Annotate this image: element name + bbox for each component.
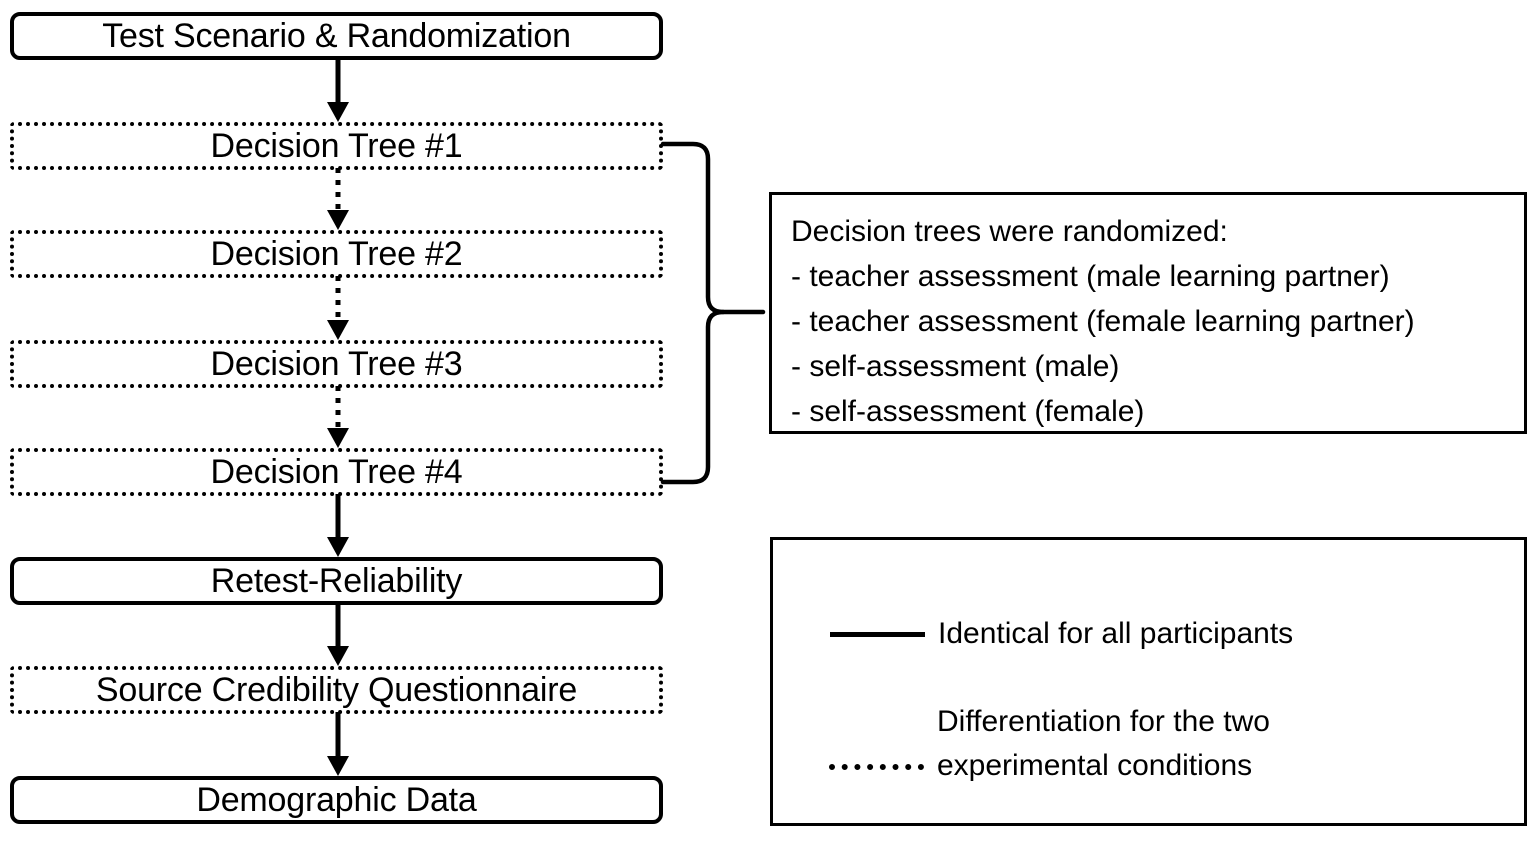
randomization-item: - self-assessment (female) <box>791 395 1145 428</box>
flow-step-decision-tree-2: Decision Tree #2 <box>10 230 663 278</box>
randomization-item: - teacher assessment (female learning pa… <box>791 305 1415 338</box>
flow-step-source-credibility-questionnaire: Source Credibility Questionnaire <box>10 666 663 714</box>
flow-step-retest-reliability: Retest-Reliability <box>10 557 663 605</box>
arrow-dt4-to-retest <box>318 494 358 559</box>
randomization-panel: Decision trees were randomized: - teache… <box>769 192 1527 434</box>
flow-step-label: Source Credibility Questionnaire <box>95 671 578 709</box>
flow-step-test-scenario: Test Scenario & Randomization <box>10 12 663 60</box>
dotted-line-icon <box>829 764 924 770</box>
randomization-heading: Decision trees were randomized: <box>791 215 1228 248</box>
flow-step-demographic-data: Demographic Data <box>10 776 663 824</box>
flow-step-label: Demographic Data <box>196 781 477 819</box>
flow-step-label: Retest-Reliability <box>210 562 463 600</box>
arrow-retest-to-questionnaire <box>318 603 358 668</box>
flow-step-label: Decision Tree #3 <box>210 345 463 383</box>
arrow-dt2-to-dt3 <box>318 276 358 342</box>
arrow-scenario-to-dt1 <box>318 58 358 124</box>
arrow-dt1-to-dt2 <box>318 168 358 232</box>
legend-label: Differentiation for the two experimental… <box>937 705 1270 782</box>
flow-step-label: Decision Tree #1 <box>210 127 463 165</box>
flow-step-label: Decision Tree #2 <box>210 235 463 273</box>
arrow-dt3-to-dt4 <box>318 386 358 450</box>
legend-panel: Identical for all participants Different… <box>770 537 1527 826</box>
flow-step-decision-tree-3: Decision Tree #3 <box>10 340 663 388</box>
flow-step-label: Decision Tree #4 <box>210 453 463 491</box>
legend-label: Identical for all participants <box>938 617 1294 650</box>
legend-entry-differentiation: Differentiation for the two experimental… <box>829 700 1270 788</box>
solid-line-icon <box>830 632 925 637</box>
decision-trees-brace <box>655 138 770 488</box>
randomization-item: - self-assessment (male) <box>791 350 1120 383</box>
flow-step-decision-tree-1: Decision Tree #1 <box>10 122 663 170</box>
arrow-questionnaire-to-demographic <box>318 712 358 778</box>
flow-step-decision-tree-4: Decision Tree #4 <box>10 448 663 496</box>
flow-step-label: Test Scenario & Randomization <box>102 17 571 55</box>
legend-entry-identical: Identical for all participants <box>830 612 1293 656</box>
randomization-item: - teacher assessment (male learning part… <box>791 260 1390 293</box>
